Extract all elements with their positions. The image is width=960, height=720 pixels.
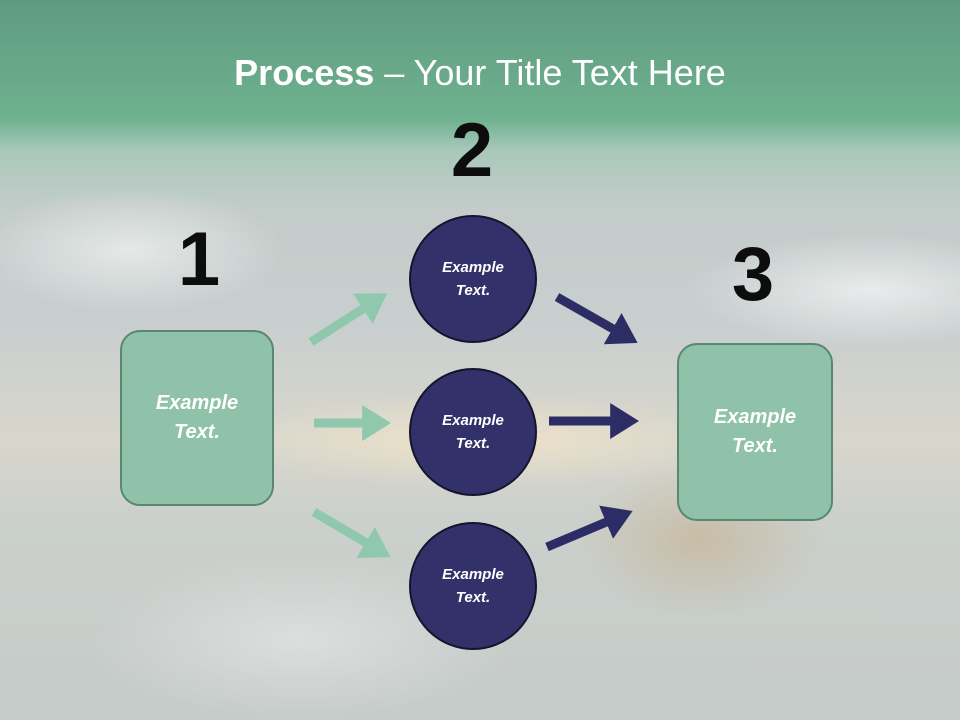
arrow-right-up-navy (545, 505, 633, 552)
process-circle-top: Example Text. (409, 215, 537, 343)
right-box-text: Example Text. (713, 406, 797, 457)
circle-bottom-text: Example Text. (442, 566, 504, 606)
right-process-box: Example Text. (677, 343, 833, 521)
title-bold: Process (234, 52, 375, 93)
process-circle-bottom: Example Text. (409, 522, 537, 650)
arrow-right-down-green (311, 508, 391, 559)
process-circle-middle: Example Text. (409, 368, 537, 496)
circle-middle-text: Example Text. (442, 412, 504, 452)
left-process-box: Example Text. (120, 330, 274, 506)
circle-top-text: Example Text. (442, 259, 504, 299)
title-rest: – Your Title Text Here (374, 52, 726, 93)
step-number-2: 2 (450, 108, 494, 193)
left-box-text: Example Text. (155, 392, 239, 443)
step-number-3: 3 (731, 232, 775, 317)
arrow-right-up-green (308, 293, 388, 346)
arrow-right-down-navy (554, 293, 638, 345)
step-number-1: 1 (177, 217, 221, 302)
slide-title: Process – Your Title Text Here (0, 52, 960, 94)
